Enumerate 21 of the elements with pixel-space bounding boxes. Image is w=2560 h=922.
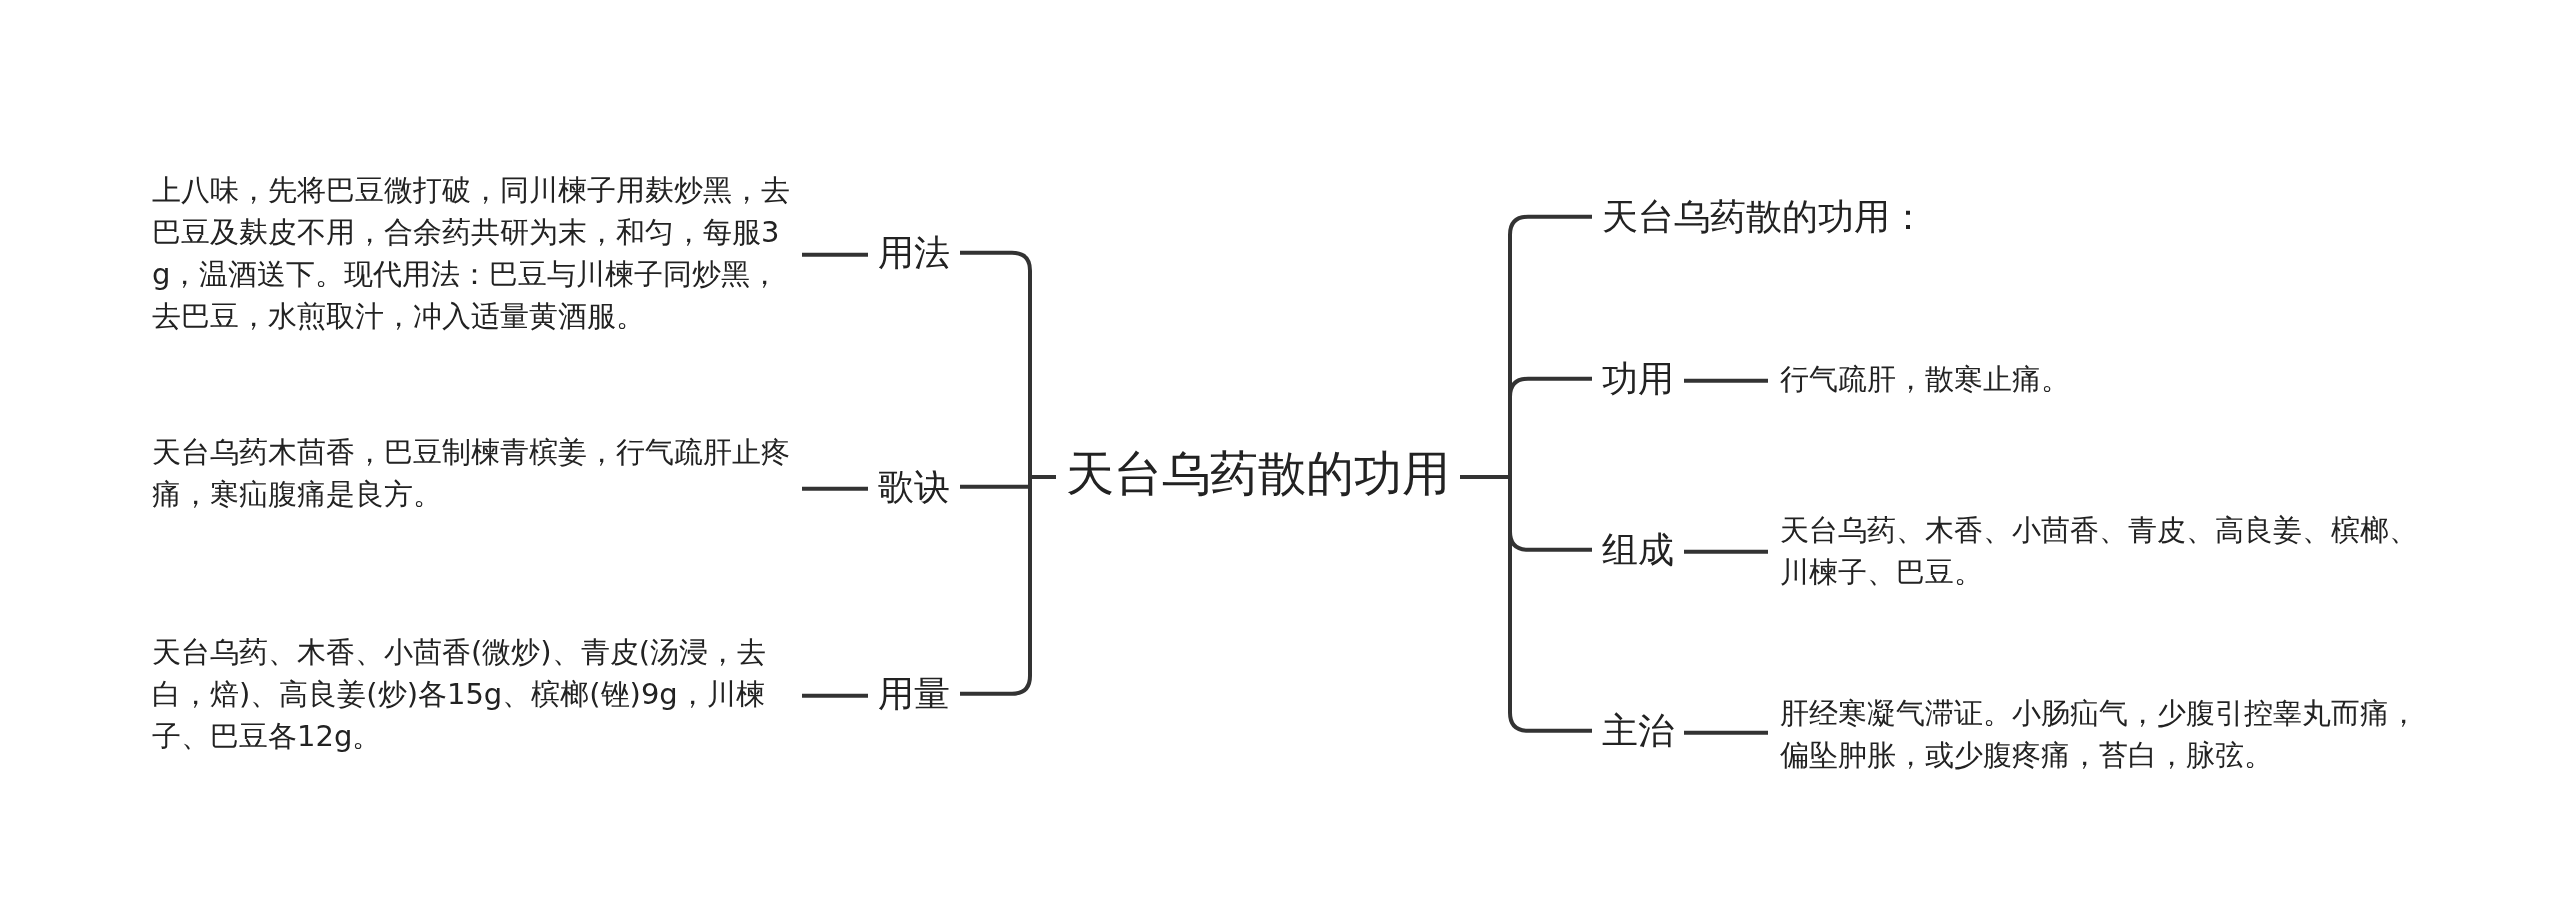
branch-topic: 组成	[1602, 527, 1674, 572]
connector-line	[802, 486, 868, 491]
connector-line	[802, 252, 868, 257]
connector-line	[1684, 730, 1768, 735]
branch-topic: 歌诀	[878, 464, 950, 509]
detail-text: 天台乌药、木香、小茴香(微炒)、青皮(汤浸，去白，焙)、高良姜(炒)各15g、槟榔(锉)9g，川楝子、巴豆各12g。	[152, 634, 767, 755]
detail-text: 天台乌药、木香、小茴香、青皮、高良姜、槟榔、川楝子、巴豆。	[1780, 512, 2419, 591]
connector-line	[802, 693, 868, 698]
branch-topic: 天台乌药散的功用：	[1602, 194, 1926, 239]
detail-text: 肝经寒凝气滞证。小肠疝气，少腹引控睾丸而痛，偏坠肿胀，或少腹疼痛，苔白，脉弦。	[1780, 695, 2419, 774]
connector-line	[1684, 378, 1768, 383]
branch-topic: 用法	[878, 230, 950, 275]
branch-topic: 主治	[1602, 708, 1674, 753]
detail-text: 行气疏肝，散寒止痛。	[1780, 361, 2071, 398]
branch-topic: 功用	[1602, 356, 1674, 401]
connector-line	[1684, 549, 1768, 554]
detail-text: 上八味，先将巴豆微打破，同川楝子用麸炒黑，去巴豆及麸皮不用，合余药共研为末，和匀，每服3g，温酒送下。现代用法：巴豆与川楝子同炒黑，去巴豆，水煎取汁，冲入适量黄酒服。	[152, 172, 790, 335]
branch-topic: 用量	[878, 671, 950, 716]
central-topic: 天台乌药散的功用	[1066, 443, 1450, 503]
connector-line	[960, 474, 1056, 696]
detail-text: 天台乌药木茴香，巴豆制楝青槟姜，行气疏肝止疼痛，寒疝腹痛是良方。	[152, 434, 790, 513]
